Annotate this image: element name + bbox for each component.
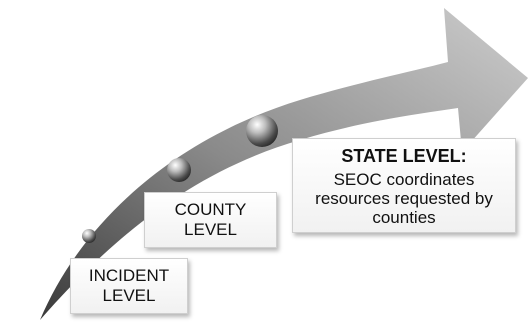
state-level-line3: counties — [372, 208, 436, 227]
county-level-line1: COUNTY — [174, 200, 247, 219]
incident-level-box: INCIDENT LEVEL — [70, 258, 188, 314]
county-level-line2: LEVEL — [184, 220, 237, 239]
incident-level-line2: LEVEL — [102, 286, 156, 305]
state-marker-ball — [246, 115, 278, 147]
state-level-title: STATE LEVEL: — [341, 146, 467, 166]
county-marker-ball — [167, 158, 191, 182]
state-level-box: STATE LEVEL: SEOC coordinates resources … — [292, 138, 516, 233]
incident-marker-ball — [82, 229, 96, 243]
escalation-arrow — [40, 8, 528, 320]
incident-level-line1: INCIDENT — [88, 266, 170, 285]
county-level-box: COUNTY LEVEL — [144, 192, 277, 248]
state-level-line2: resources requested by — [315, 189, 493, 208]
state-level-line1: SEOC coordinates — [333, 170, 475, 189]
